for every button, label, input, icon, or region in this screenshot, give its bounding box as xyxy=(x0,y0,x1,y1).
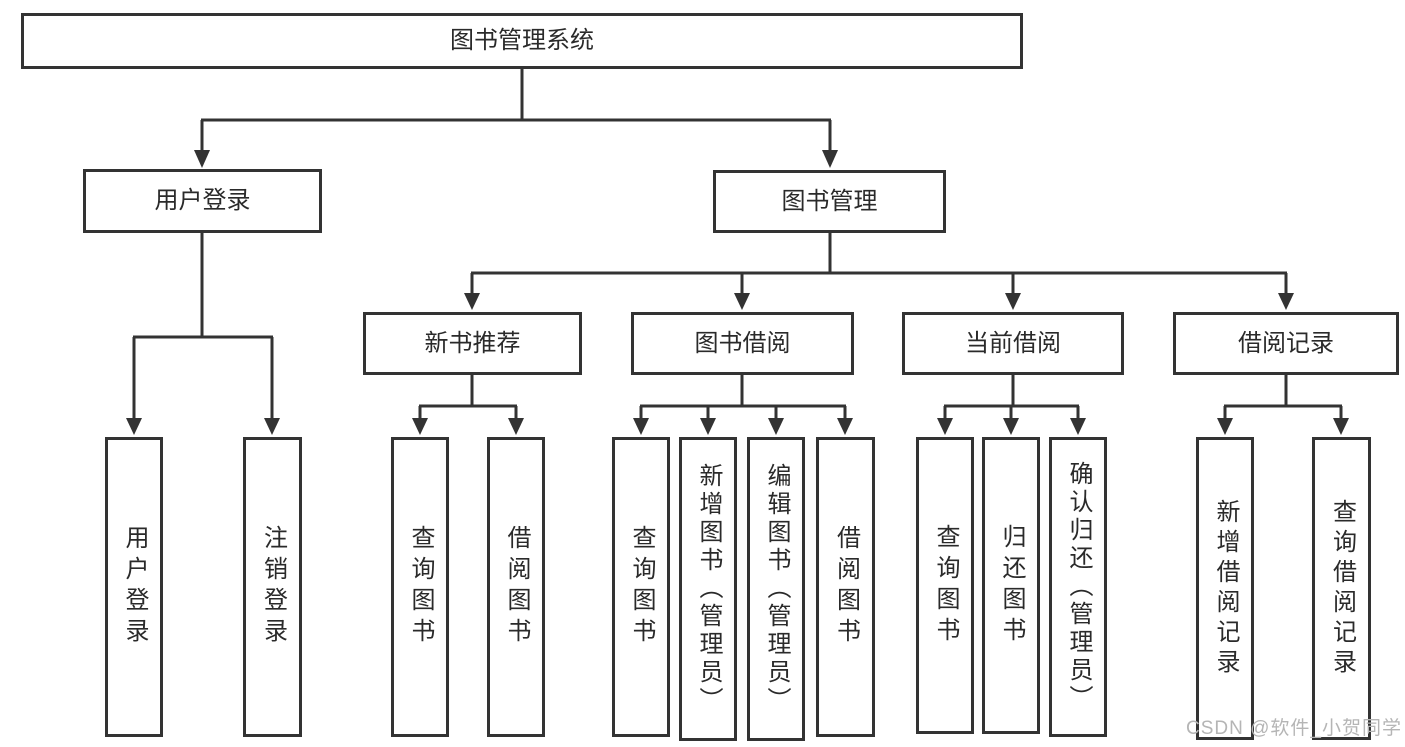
leaf-edit-books-admin: 编辑图书（管理员） xyxy=(747,437,805,741)
node-current-borrowing: 当前借阅 xyxy=(902,312,1124,375)
leaf-query-books-current: 查询图书 xyxy=(916,437,974,734)
leaf-query-books-recommend: 查询图书 xyxy=(391,437,449,737)
leaf-borrow-books-borrowing: 借阅图书 xyxy=(816,437,875,737)
watermark: CSDN @软件_小贺同学 xyxy=(1186,718,1402,739)
node-borrowing-records: 借阅记录 xyxy=(1173,312,1399,375)
leaf-confirm-return-admin: 确认归还（管理员） xyxy=(1049,437,1107,737)
leaf-user-login: 用户登录 xyxy=(105,437,163,737)
leaf-query-books-borrowing: 查询图书 xyxy=(612,437,670,737)
node-book-management: 图书管理 xyxy=(713,170,946,233)
leaf-add-borrow-record: 新增借阅记录 xyxy=(1196,437,1254,740)
leaf-return-books: 归还图书 xyxy=(982,437,1040,734)
leaf-add-books-admin: 新增图书（管理员） xyxy=(679,437,737,741)
arrowheads xyxy=(126,150,1349,435)
node-book-borrowing: 图书借阅 xyxy=(631,312,854,375)
node-system-root: 图书管理系统 xyxy=(21,13,1023,69)
node-new-book-recommend: 新书推荐 xyxy=(363,312,582,375)
leaf-borrow-books-recommend: 借阅图书 xyxy=(487,437,545,737)
node-user-login: 用户登录 xyxy=(83,169,322,233)
leaf-query-borrow-record: 查询借阅记录 xyxy=(1312,437,1371,740)
leaf-logout-login: 注销登录 xyxy=(243,437,302,737)
